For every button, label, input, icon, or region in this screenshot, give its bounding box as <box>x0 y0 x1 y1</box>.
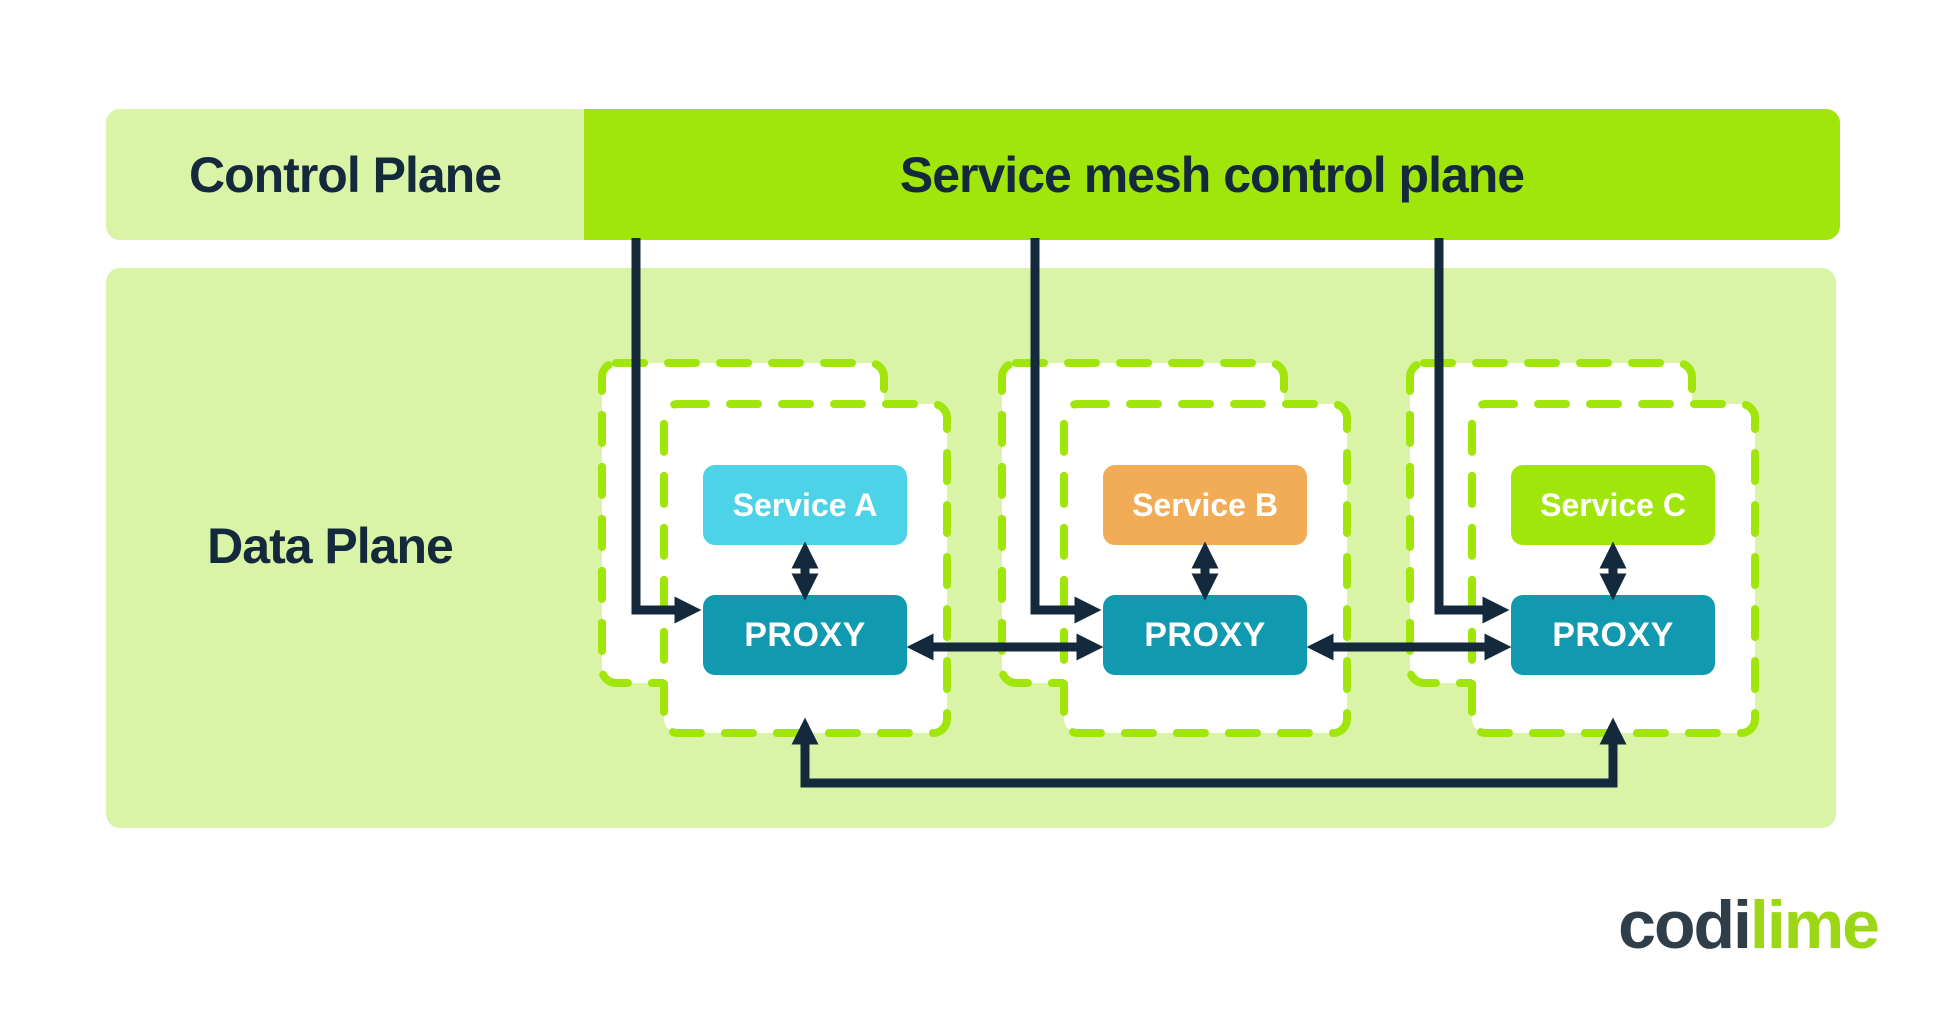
proxy-c-label: PROXY <box>1552 615 1674 654</box>
service-a-box: Service A <box>703 465 907 545</box>
proxy-a-box: PROXY <box>703 595 907 675</box>
service-b-label: Service B <box>1132 486 1278 523</box>
service-c-box: Service C <box>1511 465 1715 545</box>
proxy-b-label: PROXY <box>1144 615 1266 654</box>
logo-text-dark: codi <box>1618 887 1752 963</box>
logo-text-green: lime <box>1749 887 1880 963</box>
service-a-label: Service A <box>732 486 878 523</box>
proxy-b-box: PROXY <box>1103 595 1307 675</box>
service-mesh-control-plane-band: Service mesh control plane <box>584 109 1840 240</box>
proxy-c-box: PROXY <box>1511 595 1715 675</box>
proxy-a-label: PROXY <box>744 615 866 654</box>
codilime-logo: codilime <box>1618 886 1880 964</box>
control-plane-header: Control Plane <box>106 109 584 240</box>
service-c-label: Service C <box>1540 486 1686 523</box>
data-plane-label: Data Plane <box>207 518 454 574</box>
service-mesh-label: Service mesh control plane <box>899 146 1525 203</box>
control-plane-label: Control Plane <box>188 146 502 203</box>
service-b-box: Service B <box>1103 465 1307 545</box>
